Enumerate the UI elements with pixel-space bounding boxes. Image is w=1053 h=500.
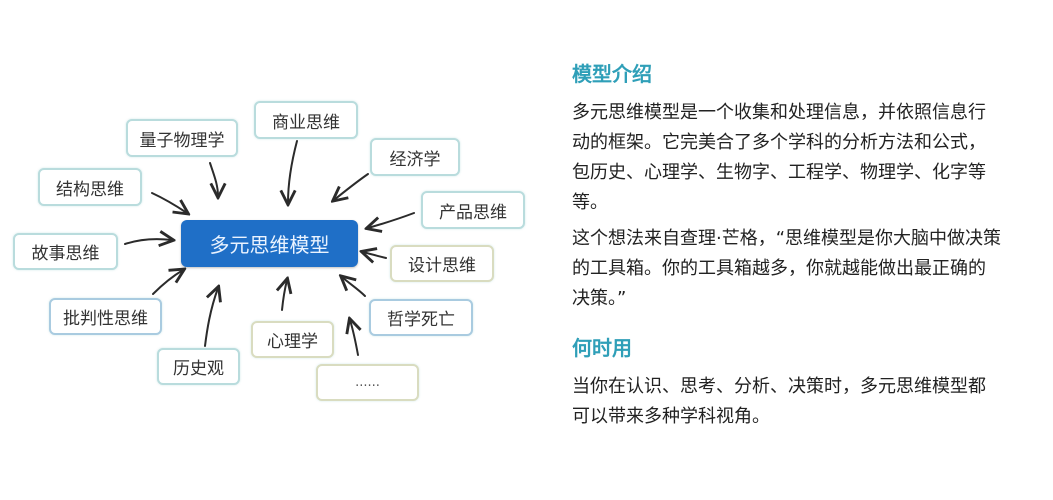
mind-map-diagram: 多元思维模型 量子物理学 商业思维 经济学 结构思维 产品思维 故事思维 设计思…: [13, 101, 525, 401]
when-paragraph: 当你在认识、思考、分析、决策时，多元思维模型都可以带来多种学科视角。: [572, 376, 986, 427]
node-critical-thinking[interactable]: 批判性思维: [49, 298, 162, 335]
node-business-thinking[interactable]: 商业思维: [254, 101, 358, 139]
description-panel: 模型介绍 多元思维模型是一个收集和处理信息，并依照信息行动的框架。它完美合了多个…: [572, 58, 1002, 432]
node-label: 故事思维: [31, 244, 100, 264]
node-quantum-physics[interactable]: 量子物理学: [126, 119, 238, 157]
node-label: 设计思维: [408, 256, 476, 276]
arrow-business: [288, 140, 298, 203]
node-label: 心理学: [267, 332, 318, 352]
node-psychology[interactable]: 心理学: [251, 321, 334, 358]
arrow-quantum: [209, 162, 218, 196]
node-label: 哲学死亡: [387, 310, 455, 330]
node-label: ......: [355, 375, 380, 390]
node-design-thinking[interactable]: 设计思维: [390, 245, 494, 282]
node-label: 经济学: [389, 149, 441, 170]
arrow-more: [350, 320, 358, 356]
center-node-label: 多元思维模型: [209, 233, 330, 257]
intro-heading: 模型介绍: [572, 62, 652, 86]
node-label: 产品思维: [439, 202, 507, 223]
node-label: 历史观: [173, 359, 224, 379]
arrow-critical: [152, 270, 183, 295]
node-label: 结构思维: [56, 179, 124, 200]
arrow-structure: [151, 192, 187, 213]
node-structural-thinking[interactable]: 结构思维: [38, 168, 142, 206]
node-philosophy-death[interactable]: 哲学死亡: [369, 299, 473, 336]
arrow-history: [204, 288, 218, 347]
section-spacer: [572, 314, 1002, 332]
center-node[interactable]: 多元思维模型: [181, 220, 358, 267]
arrow-design: [363, 252, 387, 258]
intro-paragraph-1: 多元思维模型是一个收集和处理信息，并依照信息行动的框架。它完美合了多个学科的分析…: [572, 102, 986, 213]
node-label: 批判性思维: [63, 309, 148, 329]
when-heading: 何时用: [572, 336, 632, 360]
arrow-product: [368, 212, 415, 228]
intro-paragraph-2: 这个想法来自查理·芒格，“思维模型是你大脑中做决策的工具箱。你的工具箱越多，你就…: [572, 228, 1002, 309]
node-more[interactable]: ......: [316, 364, 419, 401]
arrow-psychology: [282, 280, 287, 311]
node-product-thinking[interactable]: 产品思维: [421, 191, 525, 229]
node-label: 商业思维: [272, 112, 340, 133]
node-economics[interactable]: 经济学: [370, 138, 460, 176]
arrow-story: [124, 239, 172, 244]
arrow-philosophy: [342, 277, 366, 297]
arrow-economics: [334, 173, 369, 200]
node-label: 量子物理学: [139, 130, 225, 151]
node-story-thinking[interactable]: 故事思维: [13, 233, 118, 270]
node-history-view[interactable]: 历史观: [157, 348, 240, 385]
